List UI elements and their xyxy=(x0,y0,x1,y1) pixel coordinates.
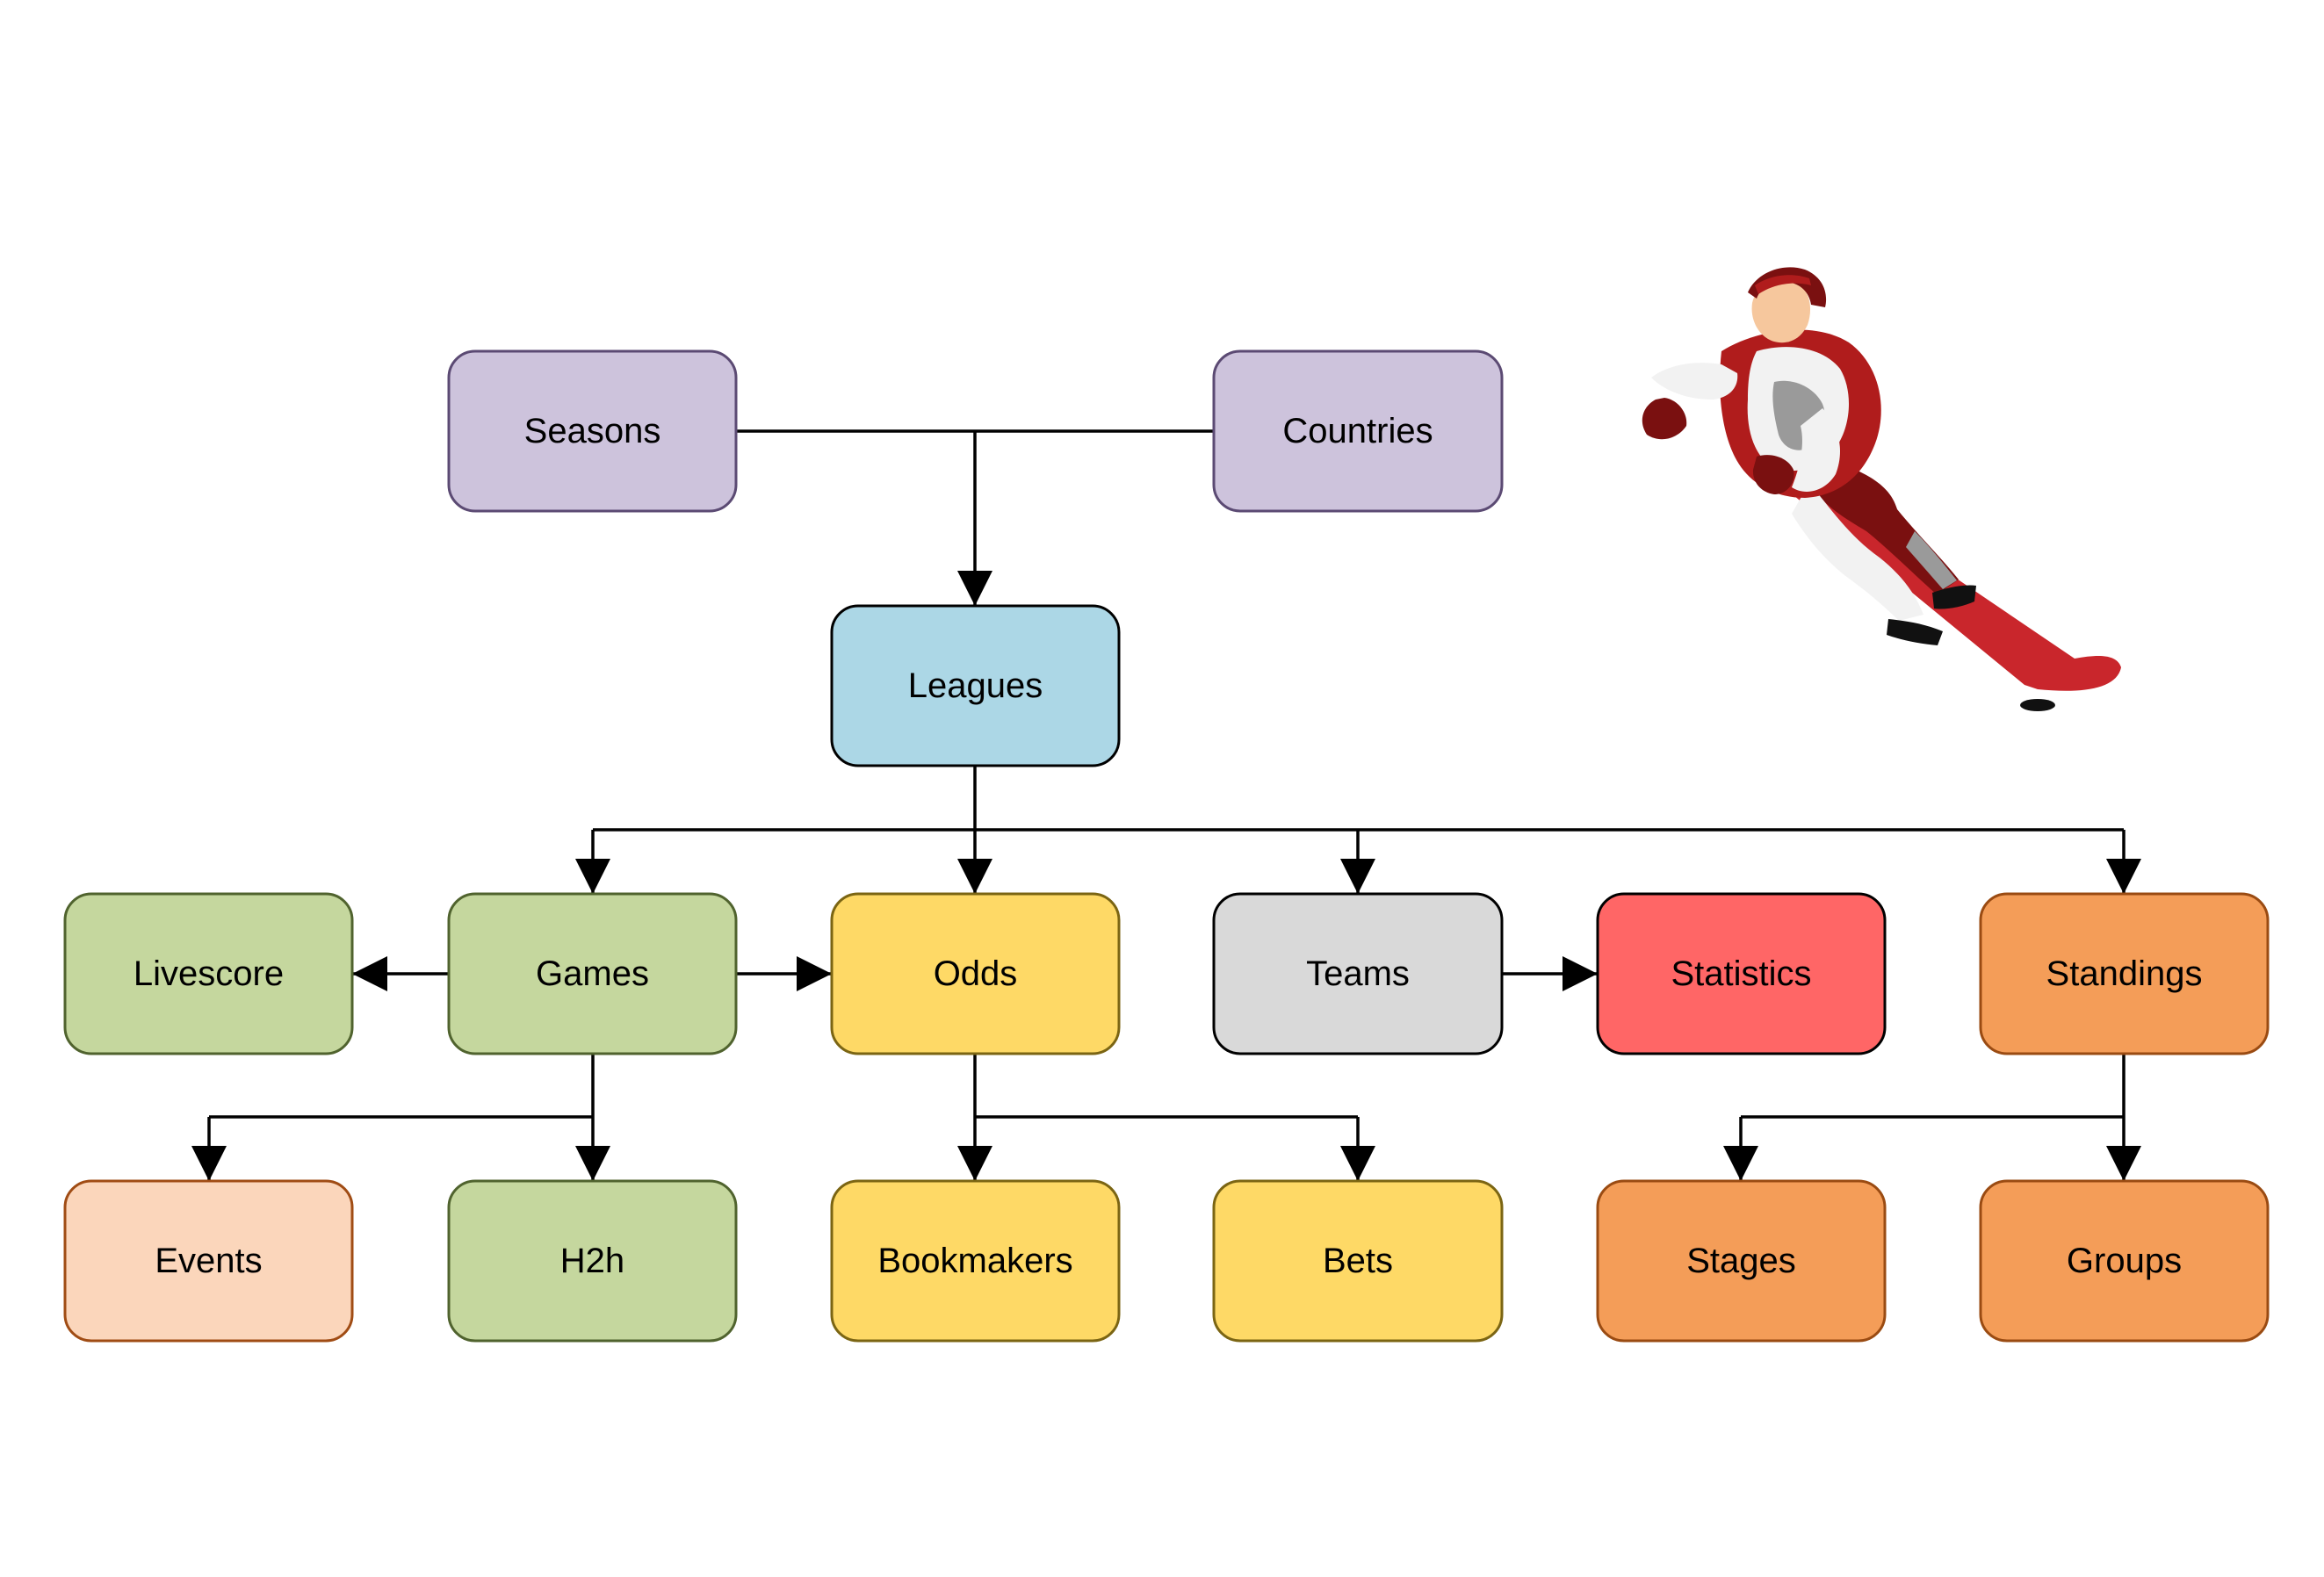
node-standings[interactable]: Standings xyxy=(1979,892,2270,1055)
node-games-label: Games xyxy=(536,954,649,993)
node-games[interactable]: Games xyxy=(447,892,738,1055)
node-teams-label: Teams xyxy=(1306,954,1410,993)
node-countries-label: Countries xyxy=(1282,412,1433,450)
node-livescore-label: Livescore xyxy=(134,954,284,993)
node-standings-label: Standings xyxy=(2046,954,2203,993)
player-face xyxy=(1751,278,1811,343)
node-stages[interactable]: Stages xyxy=(1596,1179,1887,1343)
skate-front xyxy=(1887,619,1943,645)
helmet-stripe xyxy=(1755,275,1811,294)
node-groups[interactable]: Groups xyxy=(1979,1179,2270,1343)
node-bets[interactable]: Bets xyxy=(1212,1179,1504,1343)
skate-back xyxy=(1932,585,1976,609)
arm-front xyxy=(1792,408,1840,492)
node-teams[interactable]: Teams xyxy=(1212,892,1504,1055)
helmet xyxy=(1748,267,1827,307)
node-odds-label: Odds xyxy=(934,954,1018,993)
node-leagues[interactable]: Leagues xyxy=(830,604,1121,767)
connector-lines xyxy=(191,429,2141,1181)
node-livescore[interactable]: Livescore xyxy=(63,892,354,1055)
node-bets-label: Bets xyxy=(1323,1242,1393,1280)
glove-front xyxy=(1752,455,1794,494)
node-stages-label: Stages xyxy=(1686,1242,1796,1280)
hockey-player-icon xyxy=(1642,267,2121,711)
puck-icon xyxy=(2020,699,2055,711)
node-bookmakers-label: Bookmakers xyxy=(877,1242,1072,1280)
leg-shading xyxy=(1906,531,1957,589)
node-statistics-label: Statistics xyxy=(1671,954,1811,993)
node-leagues-label: Leagues xyxy=(908,666,1043,705)
node-h2h-label: H2h xyxy=(560,1242,624,1280)
node-groups-label: Groups xyxy=(2067,1242,2182,1280)
entity-boxes: Seasons Countries Leagues Livescore Game… xyxy=(63,349,2270,1343)
node-seasons[interactable]: Seasons xyxy=(447,349,738,513)
node-statistics[interactable]: Statistics xyxy=(1596,892,1887,1055)
arm-back xyxy=(1651,363,1738,400)
node-bookmakers[interactable]: Bookmakers xyxy=(830,1179,1121,1343)
leg-front xyxy=(1792,483,1923,621)
node-odds[interactable]: Odds xyxy=(830,892,1121,1055)
node-seasons-label: Seasons xyxy=(524,412,661,450)
node-countries[interactable]: Countries xyxy=(1212,349,1504,513)
node-events[interactable]: Events xyxy=(63,1179,354,1343)
node-events-label: Events xyxy=(155,1242,262,1280)
glove-back xyxy=(1642,398,1687,440)
node-h2h[interactable]: H2h xyxy=(447,1179,738,1343)
